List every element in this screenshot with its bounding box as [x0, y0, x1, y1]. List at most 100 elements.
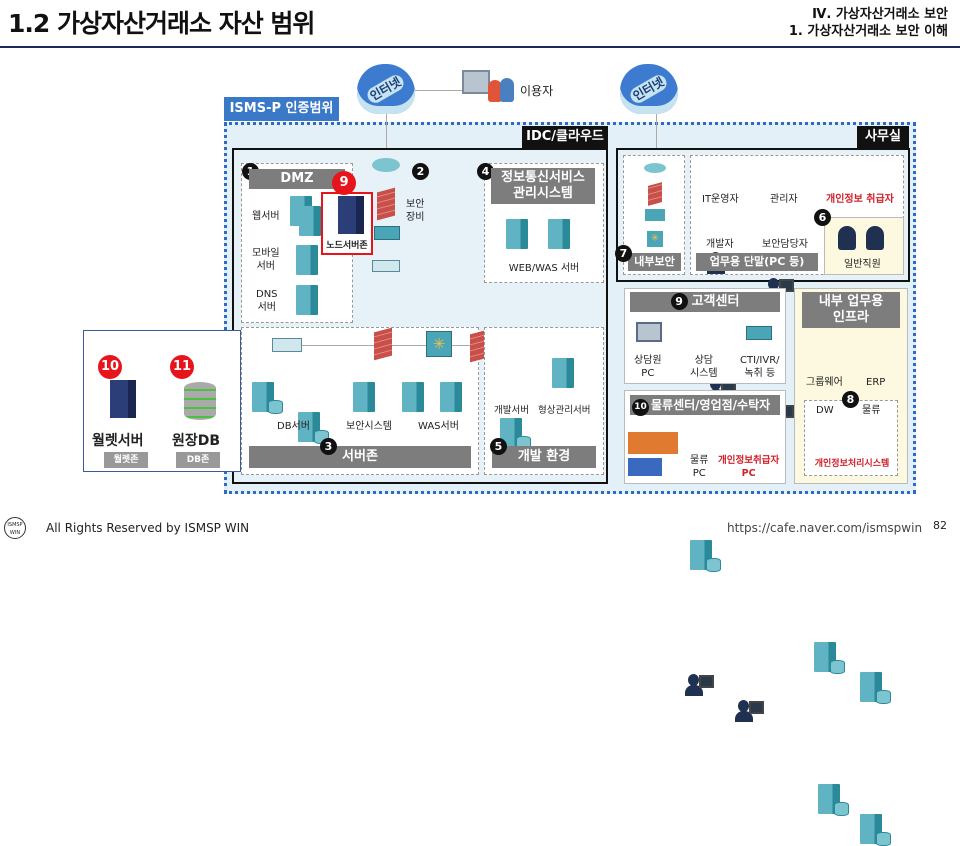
ledger-db-label: 원장DB — [172, 433, 221, 449]
logo-icon: ISMSP WIN — [4, 517, 26, 539]
switch-icon: ✳ — [647, 231, 663, 247]
section-line-1: Ⅳ. 가상자산거래소 보안 — [812, 7, 948, 22]
user-icon — [500, 78, 514, 102]
cti-appliance-icon — [746, 326, 772, 340]
internal-infra-item: 그룹웨어 — [806, 377, 843, 388]
connector-line — [290, 345, 498, 346]
terminal-user-label: 관리자 — [770, 194, 798, 205]
badge-number-red: 10 — [98, 355, 122, 379]
work-terminal-title: 업무용 단말(PC 등) — [696, 253, 818, 271]
wallet-ledger-zone — [83, 330, 241, 472]
section-heading: Ⅳ. 가상자산거래소 보안 1. 가상자산거래소 보안 이해 — [789, 6, 948, 40]
user-icon — [488, 80, 502, 102]
warehouse-icon — [628, 432, 678, 454]
db-server-label: DB서버 — [277, 421, 310, 432]
section-line-2: 1. 가상자산거래소 보안 이해 — [788, 24, 948, 39]
server-icon — [548, 219, 570, 249]
customer-center-item: 상담원 PC — [634, 355, 662, 379]
agent-pc-icon — [636, 322, 662, 342]
badge-number: 5 — [490, 438, 507, 455]
server-icon — [353, 382, 375, 412]
truck-icon — [628, 458, 662, 476]
terminal-user-label-pii: 개인정보 취급자 — [826, 194, 894, 205]
wallet-server-label: 월렛서버 — [92, 433, 144, 449]
pii-system-item: DW — [816, 405, 834, 416]
logo-text: ISMSP WIN — [7, 522, 23, 536]
server-icon — [814, 642, 845, 674]
firewall-icon — [648, 182, 662, 206]
laptop-icon — [462, 70, 490, 94]
server-icon — [440, 382, 462, 412]
server-icon — [296, 285, 318, 315]
appliance-icon — [374, 226, 400, 240]
server-icon — [860, 672, 891, 704]
db-zone-tag: DB존 — [176, 452, 220, 468]
pc-user-icon — [735, 700, 764, 726]
pii-system-item: 물류 — [862, 405, 881, 416]
terminal-user-label: 보안담당자 — [762, 239, 808, 250]
badge-number: 9 — [670, 293, 688, 310]
was-server-label: WAS서버 — [418, 421, 459, 432]
dev-server-label: 개발서버 — [494, 405, 529, 416]
internet-label: 인터넷 — [628, 72, 670, 106]
web-was-server-label: WEB/WAS 서버 — [508, 263, 580, 274]
logistics-title-text: 물류센터/영업점/수탁자 등 — [632, 398, 771, 433]
router-icon — [372, 158, 400, 172]
server-icon — [506, 219, 528, 249]
terminal-user-label: 개발자 — [706, 239, 734, 250]
badge-number-red: 11 — [170, 355, 194, 379]
web-server-label: 웹서버 — [252, 211, 280, 222]
node-zone-label: 노드서버존 — [326, 241, 368, 251]
server-icon — [299, 206, 321, 236]
general-staff-label: 일반직원 — [844, 259, 881, 270]
badge-number: 6 — [814, 209, 831, 226]
appliance-icon — [645, 209, 665, 221]
staff-icon — [866, 226, 884, 250]
database-icon — [184, 382, 216, 420]
server-icon — [690, 540, 721, 572]
internal-security-title: 내부보안 — [628, 253, 681, 271]
footer-url[interactable]: https://cafe.naver.com/ismspwin — [727, 521, 923, 535]
page-number: 82 — [933, 519, 947, 532]
scope-label: ISMS-P 인증범위 — [224, 97, 339, 121]
firewall-icon — [377, 187, 395, 221]
switch-icon — [372, 260, 400, 272]
internal-infra-item: ERP — [866, 377, 886, 388]
badge-number: 8 — [842, 391, 859, 408]
badge-number: 10 — [632, 399, 649, 416]
page-title: 1.2 가상자산거래소 자산 범위 — [8, 9, 315, 38]
badge-number: 2 — [412, 163, 429, 180]
internet-cloud-icon: 인터넷 — [620, 64, 678, 114]
db-server-icon — [818, 784, 849, 816]
db-server-icon — [252, 382, 283, 414]
firewall-icon — [374, 327, 392, 361]
server-zone-title: 서버존 — [249, 446, 471, 468]
customer-center-item: 상담 시스템 — [690, 355, 718, 379]
pii-system-title: 개인정보처리시스템 — [814, 459, 890, 469]
pii-system-zone — [804, 400, 898, 476]
dev-environment-title: 개발 환경 — [492, 446, 596, 468]
mobile-server-label: 모바일 서버 — [252, 248, 280, 272]
pc-user-icon — [685, 674, 714, 700]
badge-number-red: 9 — [332, 171, 356, 195]
idc-title: IDC/클라우드 — [522, 126, 608, 148]
badge-number: 3 — [320, 438, 337, 455]
badge-number: 4 — [477, 163, 494, 180]
core-switch-icon: ✳ — [426, 331, 452, 357]
cm-server-label: 형상관리서버 — [538, 405, 591, 416]
mgmt-system-title: 정보통신서비스 관리시스템 — [491, 168, 595, 204]
server-icon — [402, 382, 424, 412]
user-label: 이용자 — [520, 84, 554, 98]
internal-infra-title: 내부 업무용 인프라 — [802, 292, 900, 328]
copyright: All Rights Reserved by ISMSP WIN — [46, 521, 250, 535]
server-icon — [552, 358, 574, 388]
dmz-title: DMZ — [249, 169, 345, 189]
wallet-server-icon — [110, 380, 136, 418]
internet-cloud-icon: 인터넷 — [357, 64, 415, 114]
header-divider — [0, 46, 960, 48]
office-title: 사무실 — [857, 126, 909, 148]
security-system-label: 보안시스템 — [346, 421, 392, 432]
node-server-icon — [338, 196, 364, 234]
